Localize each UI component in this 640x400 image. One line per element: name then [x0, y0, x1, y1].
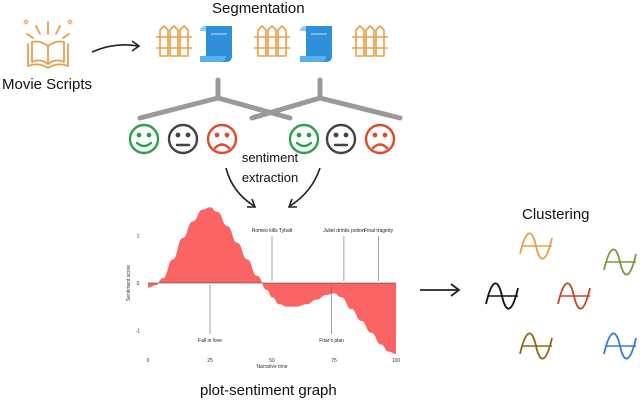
annotation-label: Fall in love	[198, 338, 222, 344]
happy-face-icon	[128, 123, 160, 155]
x-tick-label: 0	[147, 358, 150, 364]
arrow-extraction-left	[225, 167, 257, 208]
segmentation-title: Segmentation	[212, 0, 305, 17]
y-tick-label: -1	[136, 328, 141, 334]
cluster-curve-icon	[603, 248, 637, 276]
cluster-curve-icon	[519, 232, 553, 260]
fence-icon	[352, 25, 388, 57]
y-axis-label: Sentiment score	[126, 265, 132, 301]
script-scroll-icon	[300, 26, 332, 62]
movie-scripts-label: Movie Scripts	[2, 76, 93, 93]
sad-face-icon	[364, 123, 396, 155]
branch-connector-left	[137, 77, 293, 121]
clustering-title: Clustering	[522, 206, 590, 223]
branch-connector-right	[249, 77, 403, 121]
y-tick-label: 1	[137, 234, 140, 240]
fence-icon	[254, 25, 290, 57]
x-tick-label: 75	[331, 358, 337, 364]
annotation-label: Final tragedy	[364, 228, 393, 234]
happy-face-icon	[288, 123, 320, 155]
annotation-label: Friar's plan	[319, 338, 344, 344]
arrow-extraction-right	[287, 167, 321, 208]
x-axis-label: Narrative time	[256, 364, 287, 370]
sentiment-area	[148, 207, 396, 354]
arrow-book-to-segmentation	[91, 40, 141, 53]
arrow-plot-to-clustering	[420, 283, 461, 297]
neutral-face-icon	[167, 123, 199, 155]
annotation-label: Romeo kills Tybalt	[252, 228, 293, 234]
annotation-label: Juliet drinks potion	[323, 228, 365, 234]
plot-sentiment-graph-label: plot-sentiment graph	[200, 382, 337, 399]
cluster-curve-icon	[557, 282, 591, 310]
cluster-curve-icon	[603, 332, 637, 360]
neutral-face-icon	[325, 123, 357, 155]
sentiment-label: sentiment	[241, 150, 299, 165]
fence-icon	[156, 25, 192, 57]
extraction-label: extraction	[241, 170, 299, 185]
y-tick-label: 0	[137, 281, 140, 287]
cluster-curve-icon	[485, 282, 519, 310]
sad-face-icon	[206, 123, 238, 155]
open-book-icon	[23, 19, 73, 69]
script-scroll-icon	[200, 26, 232, 62]
x-tick-label: 100	[392, 358, 401, 364]
x-tick-label: 50	[269, 358, 275, 364]
cluster-curve-icon	[519, 332, 553, 360]
x-tick-label: 25	[207, 358, 213, 364]
